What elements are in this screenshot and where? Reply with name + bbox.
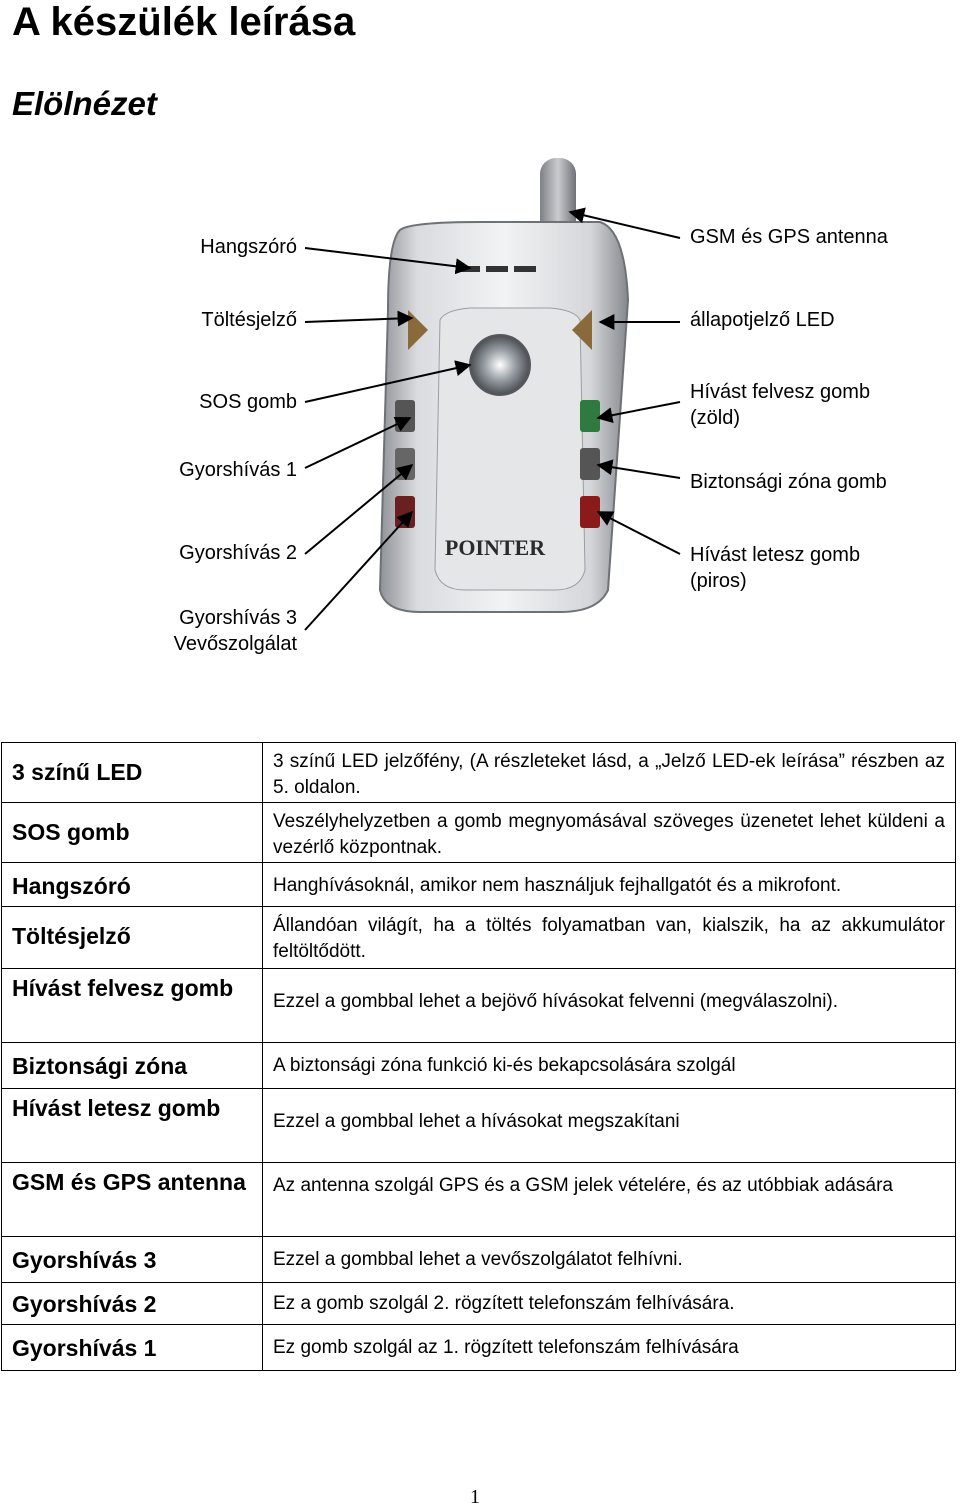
hangup-button-shape	[580, 496, 600, 528]
callout-hangup-button: Hívást letesz gomb	[690, 542, 860, 568]
part-description: Veszélyhelyzetben a gomb megnyomásával s…	[263, 803, 956, 863]
part-description: Ez gomb szolgál az 1. rögzített telefons…	[263, 1325, 956, 1371]
table-row: Töltésjelző Állandóan világít, ha a tölt…	[2, 907, 956, 969]
table-row: Gyorshívás 2 Ez a gomb szolgál 2. rögzít…	[2, 1283, 956, 1325]
table-row: Hangszóró Hanghívásoknál, amikor nem has…	[2, 863, 956, 907]
callout-customer-service: Vevőszolgálat	[174, 631, 297, 657]
callout-antenna: GSM és GPS antenna	[690, 224, 888, 250]
page-number: 1	[470, 1486, 480, 1509]
callout-charge-indicator: Töltésjelző	[201, 307, 297, 333]
table-row: SOS gomb Veszélyhelyzetben a gomb megnyo…	[2, 803, 956, 863]
table-row: Gyorshívás 1 Ez gomb szolgál az 1. rögzí…	[2, 1325, 956, 1371]
sos-button-shape	[470, 335, 530, 395]
page-title: A készülék leírása	[12, 0, 355, 44]
part-description: A biztonsági zóna funkció ki-és bekapcso…	[263, 1043, 956, 1089]
part-name: Gyorshívás 3	[2, 1237, 263, 1283]
table-row: Hívást letesz gomb Ezzel a gombbal lehet…	[2, 1089, 956, 1163]
callout-answer-button: Hívást felvesz gomb	[690, 379, 870, 405]
callout-safezone-button: Biztonsági zóna gomb	[690, 469, 887, 495]
callout-answer-button-color: (zöld)	[690, 405, 740, 431]
speeddial-1-shape	[395, 400, 415, 432]
part-name: Biztonsági zóna	[2, 1043, 263, 1089]
part-description: Ezzel a gombbal lehet a hívásokat megsza…	[263, 1089, 956, 1163]
part-description: Ezzel a gombbal lehet a bejövő hívásokat…	[263, 969, 956, 1043]
part-name: Hívást letesz gomb	[2, 1089, 263, 1163]
table-row: Gyorshívás 3 Ezzel a gombbal lehet a vev…	[2, 1237, 956, 1283]
part-description: Az antenna szolgál GPS és a GSM jelek vé…	[263, 1163, 956, 1237]
part-name: SOS gomb	[2, 803, 263, 863]
section-title: Elölnézet	[12, 84, 157, 124]
part-name: 3 színű LED	[2, 743, 263, 803]
parts-table: 3 színű LED 3 színű LED jelzőfény, (A ré…	[1, 742, 956, 1371]
part-description: Hanghívásoknál, amikor nem használjuk fe…	[263, 863, 956, 907]
part-description: 3 színű LED jelzőfény, (A részleteket lá…	[263, 743, 956, 803]
part-name: Hívást felvesz gomb	[2, 969, 263, 1043]
part-name: GSM és GPS antenna	[2, 1163, 263, 1237]
brand-label: POINTER	[445, 535, 546, 560]
callout-hangup-button-color: (piros)	[690, 568, 747, 594]
device-front-figure: POINTER Hangszóró Töltésjelző SOS gomb G…	[0, 150, 960, 690]
callout-speeddial-2: Gyorshívás 2	[179, 540, 297, 566]
callout-speeddial-3: Gyorshívás 3	[179, 605, 297, 631]
safezone-button-shape	[580, 448, 600, 480]
part-description: Ezzel a gombbal lehet a vevőszolgálatot …	[263, 1237, 956, 1283]
table-row: Hívást felvesz gomb Ezzel a gombbal lehe…	[2, 969, 956, 1043]
callout-sos: SOS gomb	[199, 389, 297, 415]
callout-speaker: Hangszóró	[200, 234, 297, 260]
part-description: Állandóan világít, ha a töltés folyamatb…	[263, 907, 956, 969]
speeddial-2-shape	[395, 448, 415, 480]
table-row: Biztonsági zóna A biztonsági zóna funkci…	[2, 1043, 956, 1089]
part-description: Ez a gomb szolgál 2. rögzített telefonsz…	[263, 1283, 956, 1325]
callout-status-led: állapotjelző LED	[690, 307, 835, 333]
part-name: Gyorshívás 2	[2, 1283, 263, 1325]
part-name: Hangszóró	[2, 863, 263, 907]
table-row: 3 színű LED 3 színű LED jelzőfény, (A ré…	[2, 743, 956, 803]
table-row: GSM és GPS antenna Az antenna szolgál GP…	[2, 1163, 956, 1237]
answer-button-shape	[580, 400, 600, 432]
callout-speeddial-1: Gyorshívás 1	[179, 457, 297, 483]
part-name: Gyorshívás 1	[2, 1325, 263, 1371]
part-name: Töltésjelző	[2, 907, 263, 969]
